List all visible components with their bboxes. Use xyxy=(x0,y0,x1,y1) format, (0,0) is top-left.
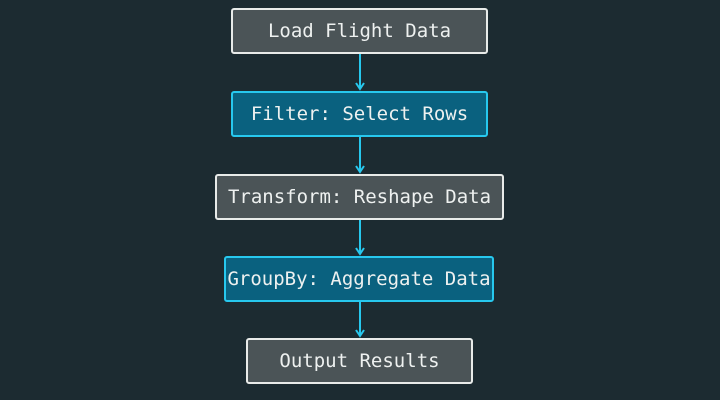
node-output-results: Output Results xyxy=(246,338,473,384)
node-label: Filter: Select Rows xyxy=(250,103,469,125)
node-label: Load Flight Data xyxy=(267,20,452,42)
node-label: Output Results xyxy=(279,350,440,372)
node-load-flight-data: Load Flight Data xyxy=(231,8,488,54)
node-groupby-aggregate-data: GroupBy: Aggregate Data xyxy=(224,256,494,302)
node-filter-select-rows: Filter: Select Rows xyxy=(231,91,488,137)
node-label: GroupBy: Aggregate Data xyxy=(227,268,491,290)
node-transform-reshape-data: Transform: Reshape Data xyxy=(215,174,504,220)
node-label: Transform: Reshape Data xyxy=(227,186,492,208)
